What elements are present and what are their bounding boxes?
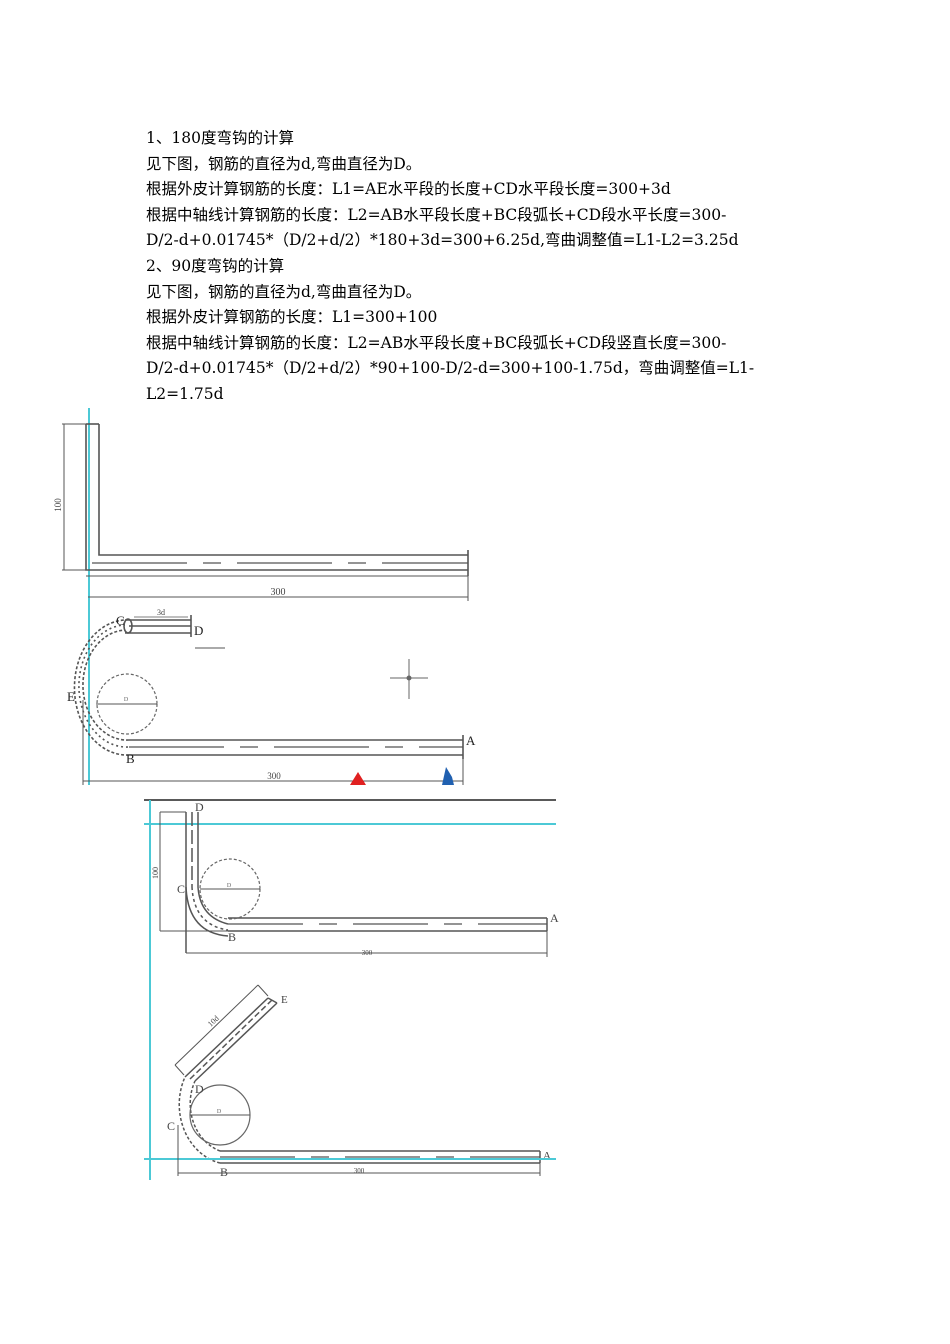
section2-heading: 2、90度弯钩的计算 bbox=[146, 256, 285, 275]
fig3-label-a: A bbox=[550, 911, 559, 925]
fig4-label-c: C bbox=[167, 1119, 175, 1133]
fig1-l-bar bbox=[85, 423, 469, 577]
fig4-label-e: E bbox=[281, 994, 288, 1006]
crosshair-icon bbox=[390, 659, 428, 699]
fig2-label-a: A bbox=[466, 733, 476, 748]
figure-180-hook: 100 300 D 3d C D E B A 300 bbox=[53, 408, 476, 785]
fig2-label-b: B bbox=[126, 751, 135, 766]
red-marker-icon bbox=[350, 772, 366, 785]
fig4-label-b: B bbox=[220, 1165, 228, 1179]
section1-heading: 1、180度弯钩的计算 bbox=[146, 129, 294, 147]
figure-90-135-hook: D 100 300 D C B A D 10d E D C B A bbox=[144, 799, 559, 1180]
section1-line: 见下图，钢筋的直径为d,弯曲直径为D。 bbox=[146, 154, 422, 173]
section1-line: D/2-d+0.01745*（D/2+d/2）*180+3d=300+6.25d… bbox=[146, 231, 739, 250]
fig2-label-d: D bbox=[194, 623, 203, 638]
fig3-label-c: C bbox=[177, 882, 185, 896]
blue-marker-icon bbox=[442, 767, 454, 785]
fig2-dim-circle: D bbox=[124, 697, 129, 703]
fig4-label-a: A bbox=[543, 1150, 551, 1162]
fig3-label-d: D bbox=[195, 800, 204, 814]
fig2-label-e: E bbox=[67, 689, 75, 704]
document-text: 1、180度弯钩的计算 见下图，钢筋的直径为d,弯曲直径为D。 根据外皮计算钢筋… bbox=[146, 126, 816, 408]
fig2-dim-horizontal: 300 bbox=[267, 771, 281, 781]
section2-line: 见下图，钢筋的直径为d,弯曲直径为D。 bbox=[146, 282, 422, 301]
section2-line: 根据外皮计算钢筋的长度：L1=300+100 bbox=[146, 308, 438, 327]
section2-line: D/2-d+0.01745*（D/2+d/2）*90+100-D/2-d=300… bbox=[146, 359, 755, 378]
section1-line: 根据外皮计算钢筋的长度：L1=AE水平段的长度+CD水平段长度=300+3d bbox=[146, 180, 671, 199]
fig3-dim-circle: D bbox=[227, 883, 232, 889]
section2-line: 根据中轴线计算钢筋的长度：L2=AB水平段长度+BC段弧长+CD段竖直长度=30… bbox=[146, 333, 727, 352]
section1-line: 根据中轴线计算钢筋的长度：L2=AB水平段长度+BC段弧长+CD段水平长度=30… bbox=[146, 205, 727, 224]
fig2-hook bbox=[73, 615, 464, 759]
fig1-dim-vertical: 100 bbox=[53, 498, 63, 512]
fig2-label-c: C bbox=[116, 613, 125, 628]
fig4-dim-hook: 10d bbox=[206, 1014, 221, 1029]
fig3-label-b: B bbox=[228, 930, 236, 944]
fig4-label-d: D bbox=[195, 1082, 204, 1096]
fig4-hook bbox=[178, 997, 541, 1164]
fig3-hook bbox=[185, 812, 548, 953]
fig3-dim-horizontal: 300 bbox=[362, 949, 373, 957]
fig4-dim-horizontal: 300 bbox=[354, 1167, 365, 1175]
fig4-dim-circle: D bbox=[217, 1109, 222, 1115]
fig1-dim-horizontal: 300 bbox=[271, 587, 286, 598]
fig3-dim-vertical: 100 bbox=[151, 867, 160, 879]
section2-line: L2=1.75d bbox=[146, 384, 224, 403]
fig2-dim-cd: 3d bbox=[157, 608, 165, 617]
